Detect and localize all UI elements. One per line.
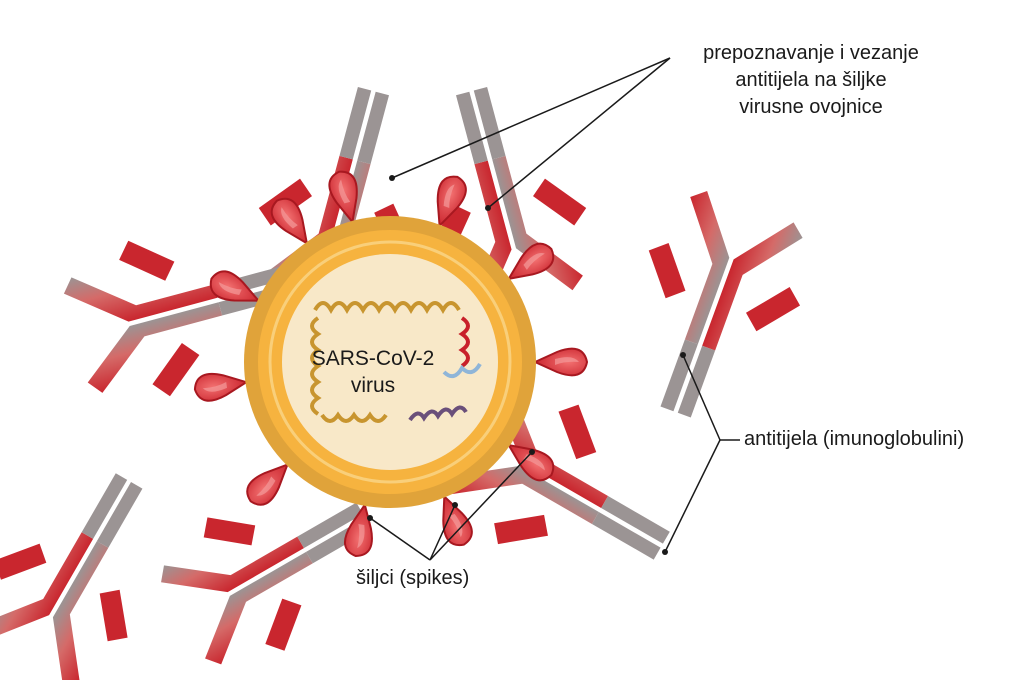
rna-strand [320, 411, 388, 423]
leader-line-binding-1 [391, 57, 671, 179]
rna-strand [310, 316, 322, 416]
leader-lines [369, 57, 740, 561]
binding-label-line2: antitijela na šiljke [735, 69, 887, 91]
spikes-label: šiljci (spikes) [356, 567, 470, 589]
leader-line-binding-2 [487, 57, 671, 209]
leader-line-spike-1 [369, 517, 431, 561]
antibody-bottom-left [0, 442, 196, 680]
binding-label-line1: prepoznavanje i vezanje [703, 42, 919, 64]
virus-label-line1: SARS-CoV-2 [311, 347, 435, 370]
antibodies-label: antitijela (imunoglobulini) [744, 428, 965, 450]
rna-strand [442, 362, 482, 379]
leader-line-spike-3 [429, 451, 533, 561]
rna-strand [408, 405, 468, 422]
rna-strand [458, 316, 470, 368]
leader-line-spike-2 [429, 504, 456, 561]
binding-label-line3: virusne ovojnice [739, 96, 883, 118]
spike [192, 367, 250, 404]
antibody-right [599, 179, 826, 440]
leader-line-antibody-2 [664, 439, 721, 553]
leader-dots [367, 175, 686, 555]
spike [534, 347, 588, 377]
virus-particle [244, 216, 536, 508]
virus-label: SARS-CoV-2 virus [290, 345, 456, 399]
binding-label: prepoznavanje i vezanje antitijela na ši… [676, 40, 946, 121]
rna-strand [313, 301, 461, 315]
leader-line-antibody-1 [682, 354, 721, 441]
virus-label-line2: virus [350, 374, 396, 397]
